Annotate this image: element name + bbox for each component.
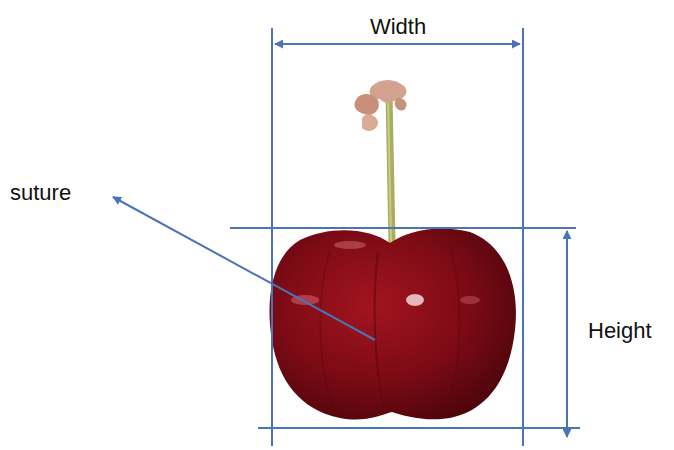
stem-highlight xyxy=(388,95,391,242)
label-holder: suture xyxy=(10,180,71,205)
leader-line xyxy=(113,197,375,340)
flower-remnant xyxy=(354,80,406,131)
suture-groove xyxy=(375,252,384,410)
dimension-label: Width xyxy=(370,14,426,39)
dimension-label: Height xyxy=(588,318,652,343)
cherry-stem xyxy=(389,95,392,242)
label-holder: Height xyxy=(588,318,652,343)
cherry-body xyxy=(269,228,515,419)
label-holder: Width xyxy=(370,14,426,39)
dimension-lines xyxy=(113,28,580,446)
highlight xyxy=(406,294,424,306)
dimension-label: suture xyxy=(10,180,71,205)
